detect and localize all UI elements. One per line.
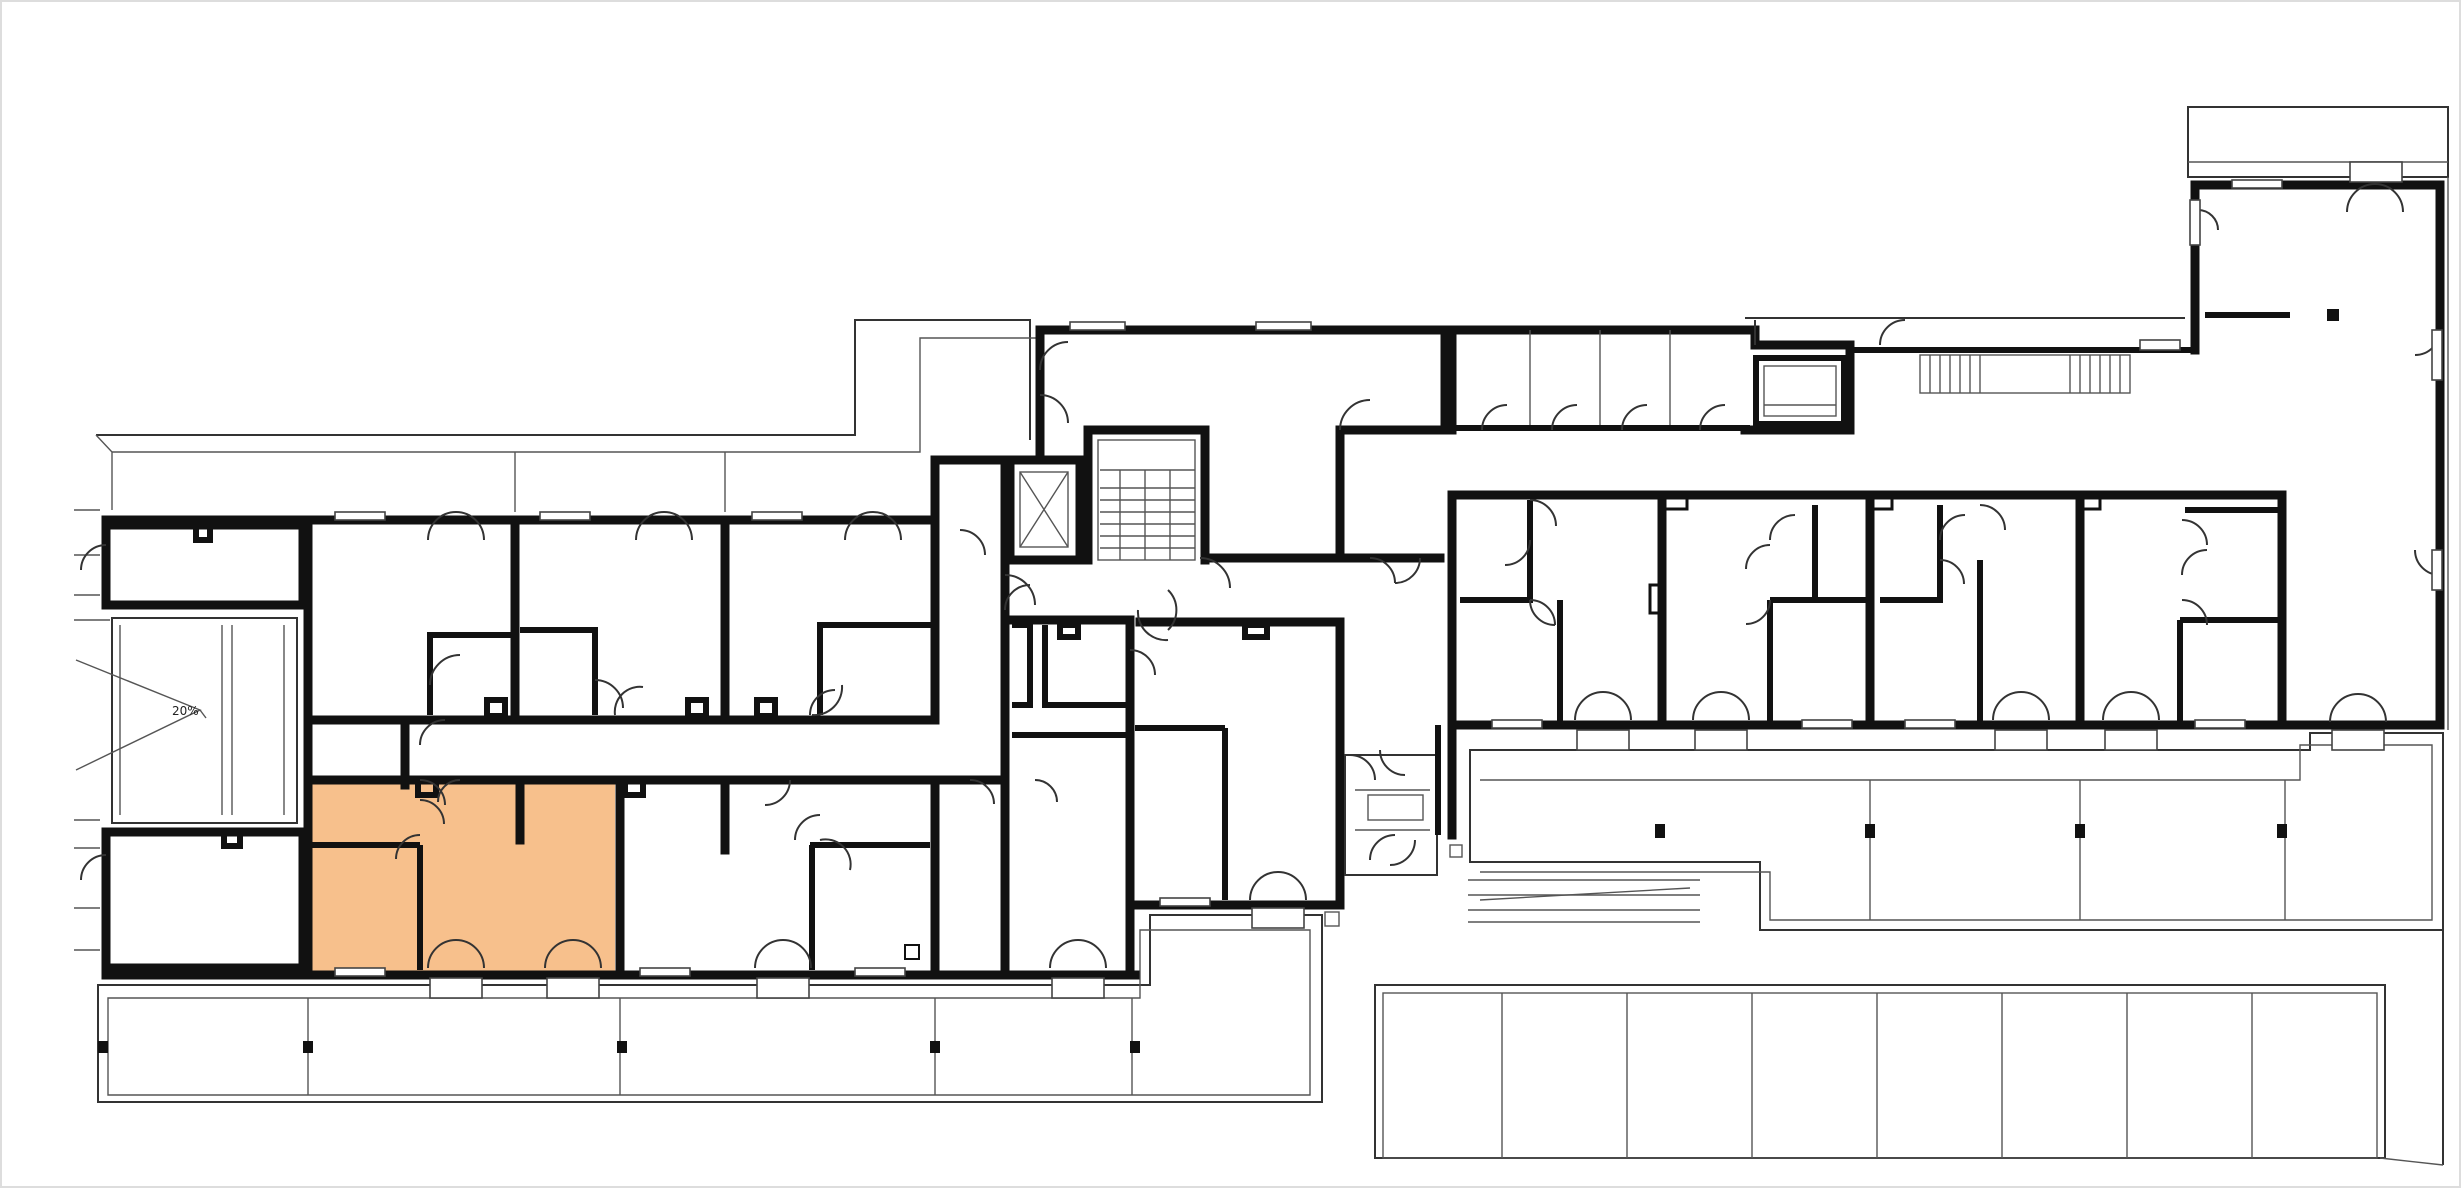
columns-row-south-west bbox=[98, 1041, 1140, 1053]
north-storage-walls bbox=[1445, 317, 2195, 435]
terrace-south-east bbox=[1468, 732, 2444, 931]
ramp-slope-label: 20% bbox=[172, 704, 199, 718]
west-core bbox=[74, 509, 308, 973]
highlighted-apartment[interactable] bbox=[312, 781, 615, 971]
terrace-outlines bbox=[95, 319, 1323, 1103]
columns-row-south-east bbox=[1655, 824, 2287, 838]
windows bbox=[334, 161, 2443, 999]
entrance-area bbox=[1324, 553, 1463, 927]
north-stair bbox=[1919, 354, 2131, 394]
parking-grid bbox=[1321, 930, 2444, 1166]
doors bbox=[80, 209, 2441, 881]
